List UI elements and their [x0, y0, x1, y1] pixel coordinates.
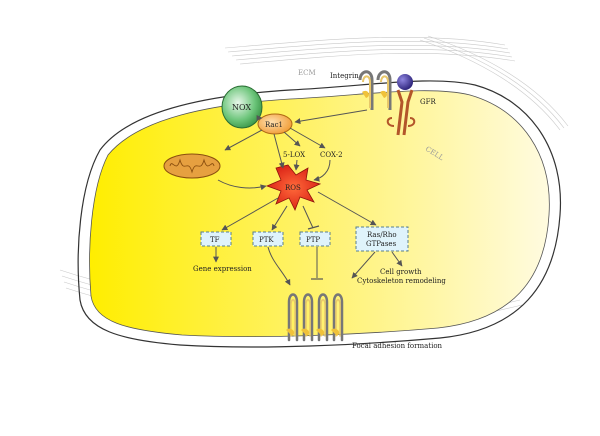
nox-enzyme [221, 85, 263, 129]
ptk-down-arrow [267, 246, 291, 286]
focal-adhesion-integrin-icon [286, 293, 344, 342]
ros-target-arrows [221, 191, 377, 231]
cell-growth-label: Cell growth [380, 268, 422, 276]
ecm-label: ECM [298, 69, 316, 77]
ros-label: ROS [285, 184, 301, 192]
ros-burst [265, 164, 322, 211]
lox-label: 5-LOX [283, 151, 305, 159]
ras-to-cytoskeleton-arrow [351, 251, 376, 279]
cell-membrane [77, 80, 562, 348]
mitochondrion-icon [163, 153, 221, 179]
rac1-label: Rac1 [265, 121, 283, 129]
tf-label: TF [210, 236, 220, 244]
ptp-label: PTP [306, 236, 320, 244]
ptk-box [252, 231, 284, 247]
nox-label: NOX [232, 103, 251, 112]
ptp-box [299, 231, 331, 247]
ras-rho-label-1: Ras/Rho [367, 231, 397, 239]
ras-rho-label-2: GTPases [366, 240, 397, 248]
growth-factor-receptor-icon [386, 74, 416, 136]
integrin-label: Integrin [330, 72, 359, 80]
gfr-label: GFR [420, 98, 436, 106]
gene-expression-label: Gene expression [193, 265, 252, 273]
rac1-node [257, 113, 293, 135]
cox2-label: COX-2 [320, 151, 343, 159]
ras-rho-box [355, 226, 409, 252]
cytoskeleton-label: Cytoskeleton remodeling [357, 277, 446, 285]
upstream-arrows [217, 109, 368, 191]
integrin-receptor-icon [358, 70, 392, 110]
ras-to-growth-arrow [391, 251, 403, 267]
tf-box [200, 231, 232, 247]
focal-adhesion-label: Focal adhesion formation [352, 342, 443, 350]
ptk-label: PTK [259, 236, 274, 244]
cell-cytoplasm [89, 90, 550, 337]
